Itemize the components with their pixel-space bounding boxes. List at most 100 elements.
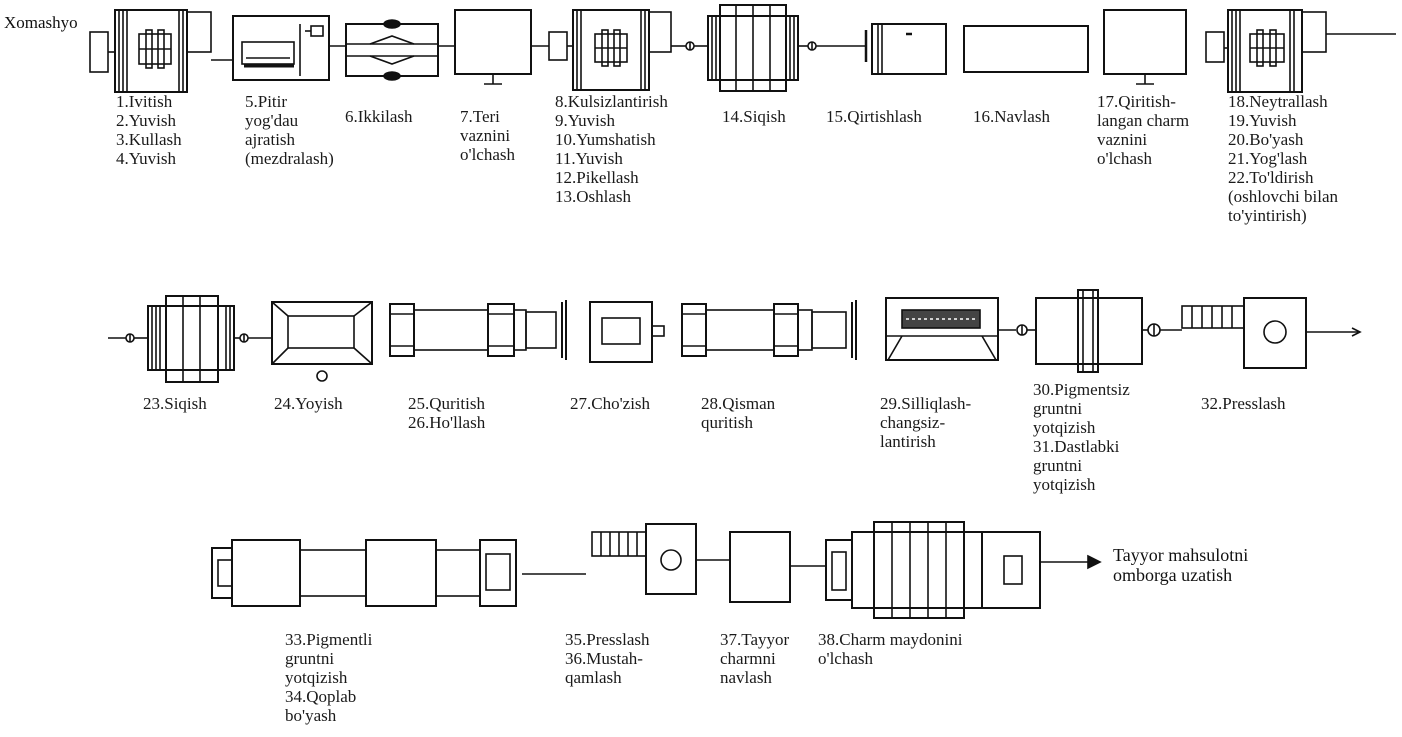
unit-23-press <box>108 295 272 383</box>
step-label-line: lantirish <box>880 432 936 451</box>
step-label-line: 35.Presslash <box>565 630 650 649</box>
step-label-line: 22.To'ldirish <box>1228 168 1314 187</box>
step-label-line: o'lchash <box>1097 149 1152 168</box>
step-label-line: yog'dau <box>245 111 299 130</box>
step-label-line: 29.Silliqlash- <box>880 394 972 413</box>
step-label-line: gruntni <box>285 649 335 668</box>
step-label-line: 10.Yumshatish <box>555 130 656 149</box>
step-label-line: 32.Presslash <box>1201 394 1286 413</box>
step-label-27: 27.Cho'zish <box>570 394 650 413</box>
unit-29-buffing-machine <box>885 297 1036 361</box>
step-label-line: navlash <box>720 668 772 687</box>
unit-24-stretching-machine <box>271 301 373 382</box>
unit-37-sorting-table <box>729 531 826 603</box>
step-label-line: 34.Qoplab <box>285 687 357 706</box>
step-label-line: 24.Yoyish <box>274 394 343 413</box>
step-label-line: vaznini <box>460 126 511 145</box>
step-label-line: vaznini <box>1097 130 1148 149</box>
step-label-line: o'lchash <box>460 145 515 164</box>
step-label-line: 17.Qiritish- <box>1097 92 1176 111</box>
step-label-line: yotqizish <box>285 668 348 687</box>
step-label-15: 15.Qirtishlash <box>826 107 922 126</box>
unit-32-press <box>1181 297 1362 369</box>
step-label-16: 16.Navlash <box>973 107 1050 126</box>
unit-35-36-press <box>591 523 730 595</box>
step-label-32: 32.Presslash <box>1201 394 1286 413</box>
step-label-line: 15.Qirtishlash <box>826 107 922 126</box>
unit-17-scale <box>1103 9 1187 85</box>
step-label-line: 16.Navlash <box>973 107 1050 126</box>
step-label-line: 2.Yuvish <box>116 111 176 130</box>
unit-5-fleshing-machine <box>232 15 346 81</box>
step-label-line: 20.Bo'yash <box>1228 130 1304 149</box>
step-label-line: 30.Pigmentsiz <box>1033 380 1130 399</box>
step-label-line: 11.Yuvish <box>555 149 623 168</box>
step-label-line: 33.Pigmentli <box>285 630 373 649</box>
step-label-line: 3.Kullash <box>116 130 182 149</box>
step-label-line: langan charm <box>1097 111 1190 130</box>
unit-27-stretcher <box>589 301 665 363</box>
step-label-line: 18.Neytrallash <box>1228 92 1328 111</box>
step-label-line: yotqizish <box>1033 475 1096 494</box>
step-label-line: 21.Yog'lash <box>1228 149 1308 168</box>
step-label-line: quritish <box>701 413 753 432</box>
step-label-6: 6.Ikkilash <box>345 107 413 126</box>
step-label-line: (mezdralash) <box>245 149 334 168</box>
finished-product-line-1: Tayyor mahsulotni <box>1113 545 1249 565</box>
step-label-29: 29.Silliqlash-changsiz-lantirish <box>880 394 971 451</box>
step-label-line: 36.Mustah- <box>565 649 643 668</box>
step-label-line: 28.Qisman <box>701 394 776 413</box>
step-label-line: changsiz- <box>880 413 946 432</box>
step-label-line: qamlash <box>565 668 622 687</box>
unit-28-partial-dryer <box>681 300 857 360</box>
step-label-line: gruntni <box>1033 456 1083 475</box>
step-label-line: 6.Ikkilash <box>345 107 413 126</box>
step-label-line: 31.Dastlabki <box>1033 437 1120 456</box>
step-label-line: 25.Quritish <box>408 394 485 413</box>
step-label-line: 13.Oshlash <box>555 187 632 206</box>
unit-30-31-coating-machine <box>1035 289 1182 373</box>
step-label-line: 26.Ho'llash <box>408 413 486 432</box>
raw-material-label: Xomashyo <box>4 13 78 32</box>
unit-25-26-dryer <box>389 300 567 360</box>
step-label-line: 5.Pitir <box>245 92 288 111</box>
step-label-24: 24.Yoyish <box>274 394 343 413</box>
unit-38-area-measuring-machine <box>825 521 1102 619</box>
step-label-line: ajratish <box>245 130 296 149</box>
step-label-line: gruntni <box>1033 399 1083 418</box>
step-label-line: yotqizish <box>1033 418 1096 437</box>
unit-15-shaving-machine <box>864 23 947 75</box>
step-label-line: 8.Kulsizlantirish <box>555 92 668 111</box>
step-label-line: 27.Cho'zish <box>570 394 651 413</box>
step-label-line: bo'yash <box>285 706 337 725</box>
unit-7-scale <box>454 9 549 85</box>
step-label-line: 12.Pikellash <box>555 168 639 187</box>
unit-33-34-spray-machine <box>211 539 586 607</box>
unit-18-22-drum <box>1205 9 1396 93</box>
step-label-line: 7.Teri <box>460 107 500 126</box>
step-label-line: 37.Tayyor <box>720 630 790 649</box>
finished-product-label: Tayyor mahsulotni omborga uzatish <box>1113 545 1248 585</box>
unit-16-sorting-table <box>963 25 1089 73</box>
step-label-line: (oshlovchi bilan <box>1228 187 1339 206</box>
step-label-line: 4.Yuvish <box>116 149 176 168</box>
step-label-line: 19.Yuvish <box>1228 111 1297 130</box>
unit-6-splitting-machine <box>345 19 455 81</box>
step-label-14: 14.Siqish <box>722 107 786 126</box>
step-label-line: 23.Siqish <box>143 394 207 413</box>
step-label-line: charmni <box>720 649 776 668</box>
step-label-23: 23.Siqish <box>143 394 207 413</box>
